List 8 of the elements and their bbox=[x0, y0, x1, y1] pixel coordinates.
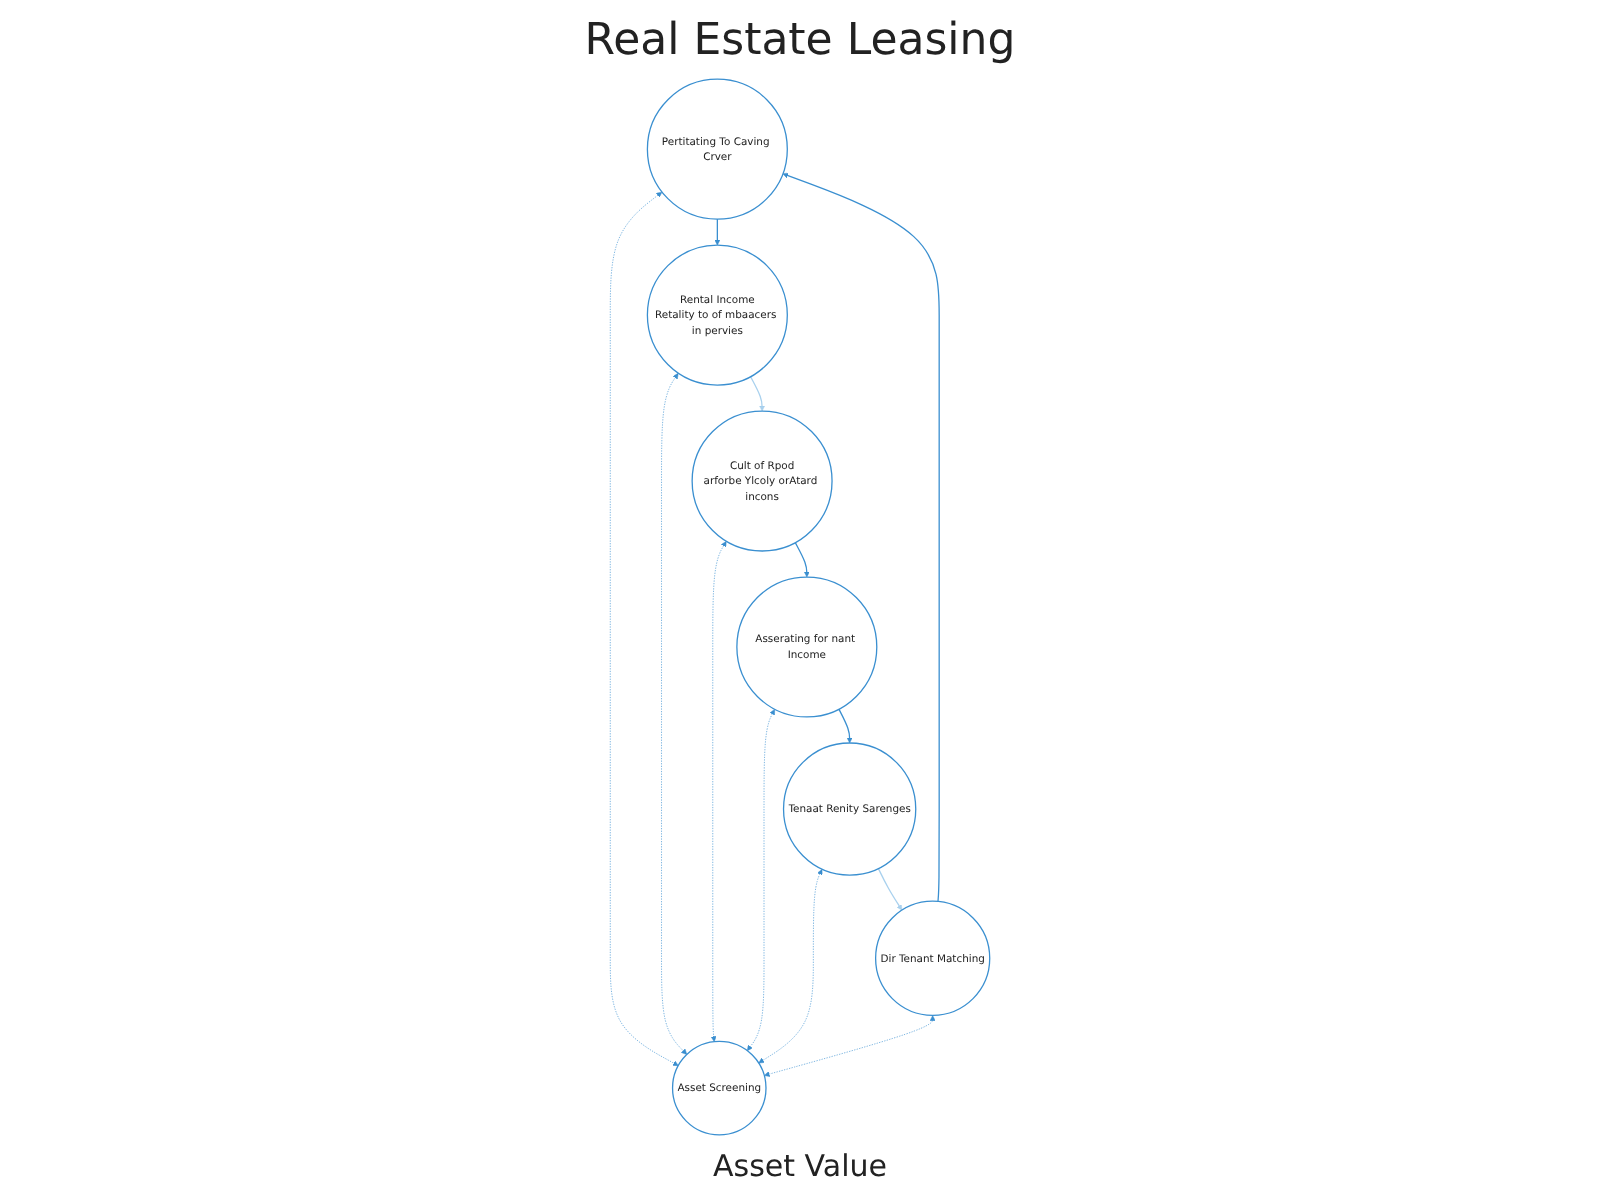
arrow bbox=[838, 708, 853, 744]
caption: Asset Value bbox=[713, 1148, 887, 1184]
arrow bbox=[782, 172, 940, 903]
arrow bbox=[877, 867, 903, 911]
diagram-title: Real Estate Leasing bbox=[584, 16, 1016, 66]
arrow bbox=[714, 218, 721, 246]
arrow bbox=[794, 541, 810, 578]
arrow bbox=[749, 376, 765, 412]
